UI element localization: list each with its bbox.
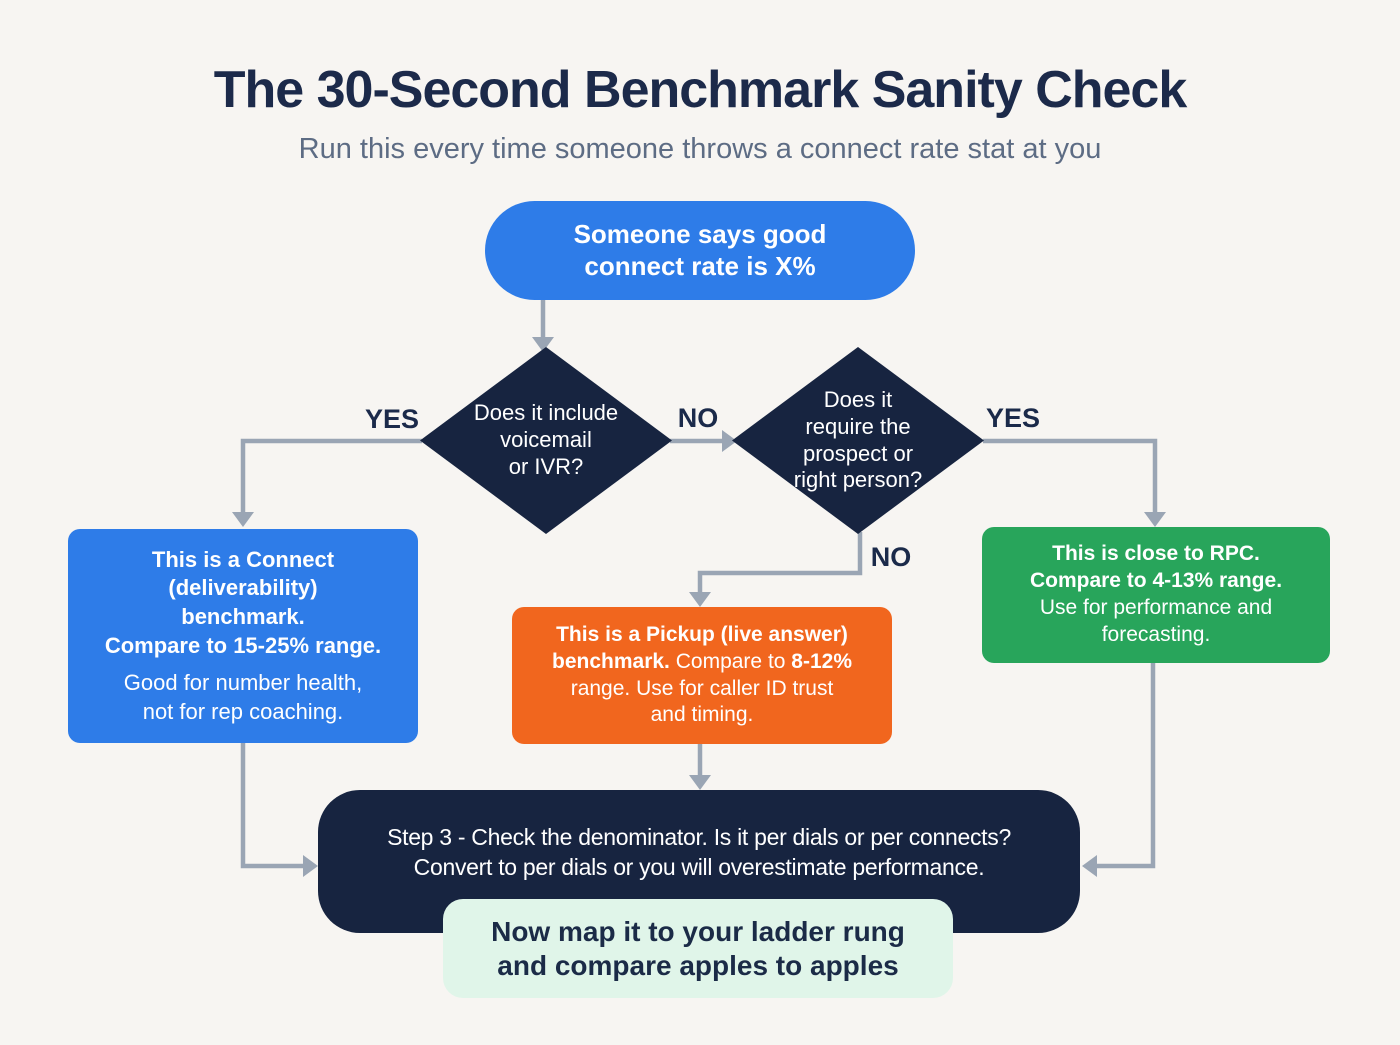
arrowhead-down-icon	[532, 337, 554, 352]
rpc-benchmark-box: This is close to RPC. Compare to 4-13% r…	[982, 527, 1330, 663]
connect-benchmark-bold-text: This is a Connect (deliverability) bench…	[104, 546, 382, 658]
arrowhead-down-icon	[232, 512, 254, 527]
connector-yes-to-connect-box	[240, 438, 422, 514]
page-subtitle: Run this every time someone throws a con…	[298, 133, 1102, 165]
arrowhead-right-icon	[303, 855, 318, 877]
connector-yes-to-rpc-box	[983, 438, 1158, 514]
connector-no-to-pickup-box	[697, 532, 863, 594]
pickup-benchmark-box: This is a Pickup (live answer) benchmark…	[512, 607, 892, 744]
edge-label-no-prospect: NO	[870, 542, 912, 572]
page-title: The 30-Second Benchmark Sanity Check	[213, 61, 1188, 119]
arrowhead-down-icon	[689, 775, 711, 790]
edge-label-yes-voicemail: YES	[364, 404, 420, 434]
edge-label-yes-prospect: YES	[985, 403, 1041, 433]
final-ladder-box: Now map it to your ladder rung and compa…	[443, 899, 953, 998]
arrowhead-down-icon	[1144, 512, 1166, 527]
connector-rpc-to-step3	[1094, 663, 1156, 869]
connect-benchmark-box: This is a Connect (deliverability) bench…	[68, 529, 418, 743]
start-node: Someone says good connect rate is X%	[485, 201, 915, 300]
arrowhead-right-icon	[722, 430, 737, 452]
arrowhead-left-icon	[1082, 855, 1097, 877]
connector-connect-to-step3	[240, 743, 306, 869]
connect-benchmark-note-text: Good for number health, not for rep coac…	[123, 670, 363, 724]
start-node-text: Someone says good	[573, 219, 827, 250]
arrowhead-down-icon	[689, 592, 711, 607]
edge-label-no-voicemail: NO	[677, 403, 719, 433]
